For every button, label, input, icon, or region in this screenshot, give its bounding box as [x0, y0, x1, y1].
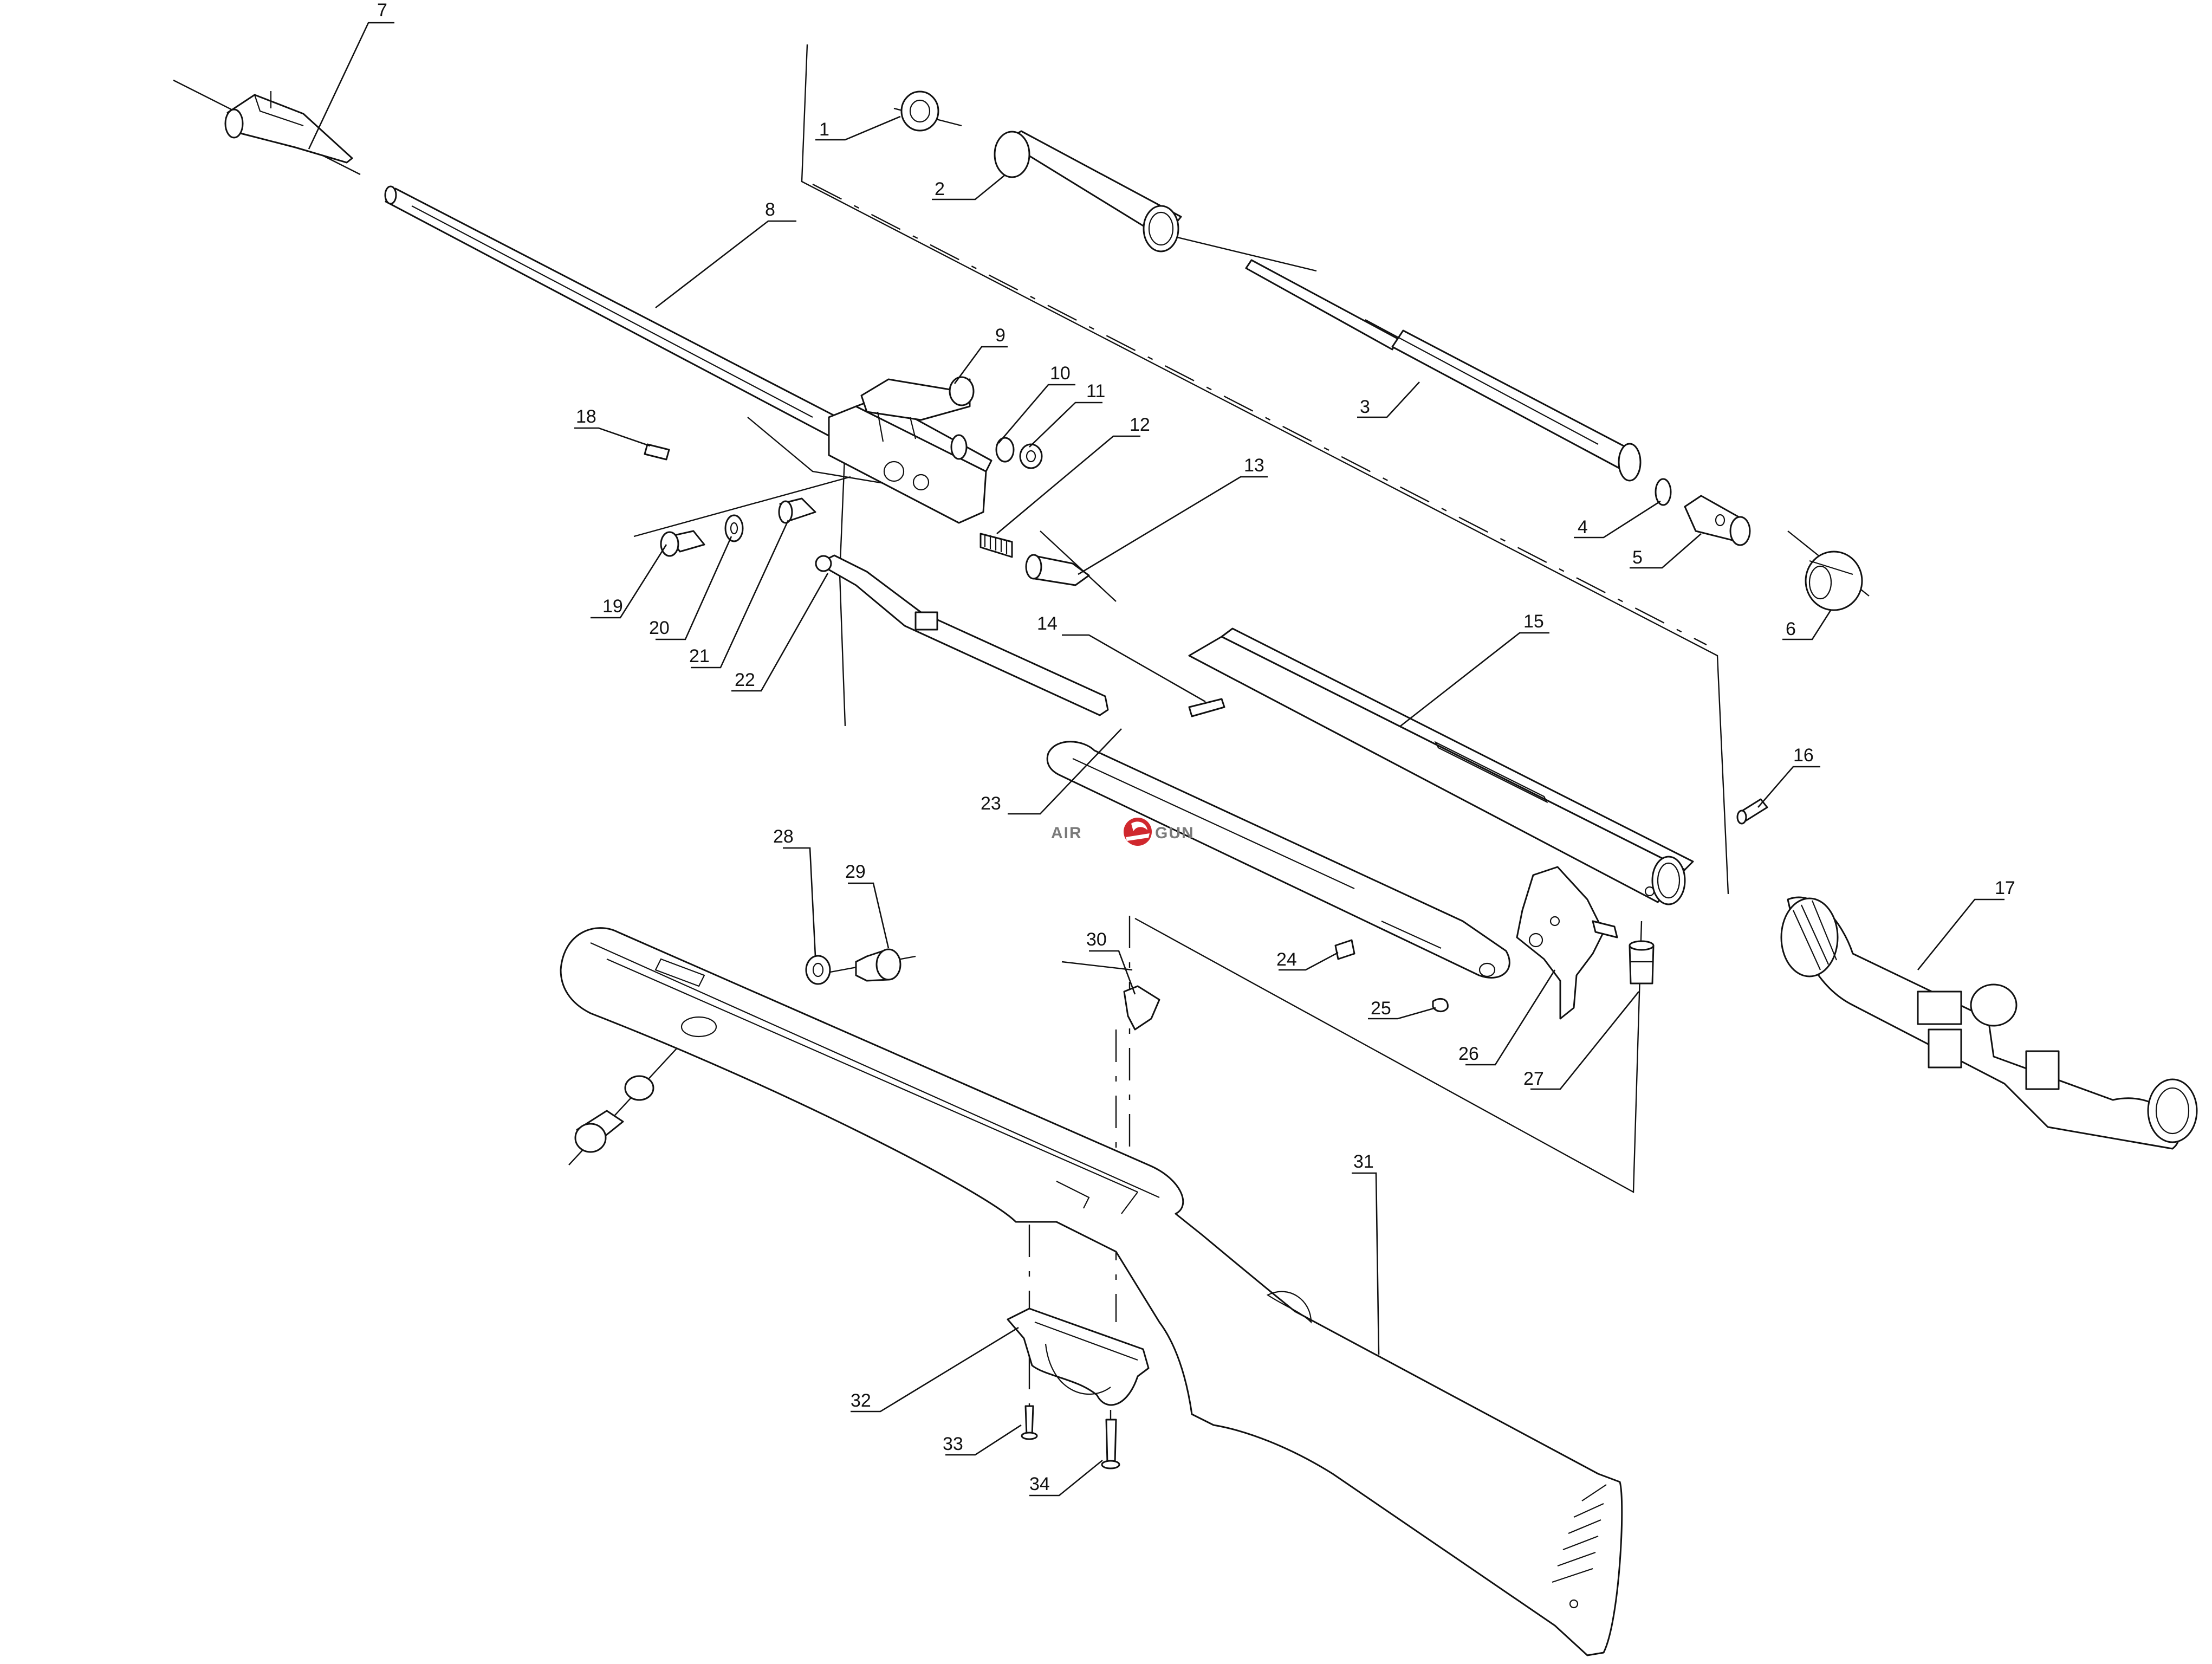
callout-16: 16 — [1793, 745, 1814, 766]
callout-30: 30 — [1086, 929, 1107, 950]
callout-3: 3 — [1360, 397, 1370, 417]
part-9-rear-sight — [860, 376, 975, 442]
callout-12: 12 — [1130, 415, 1150, 435]
part-25-clip — [1432, 998, 1449, 1012]
callout-2: 2 — [935, 179, 945, 199]
callout-21: 21 — [689, 646, 710, 666]
callout-17: 17 — [1995, 878, 2015, 898]
watermark-logo-icon — [1124, 818, 1152, 846]
callout-34: 34 — [1029, 1474, 1050, 1494]
part-22-cocking-lever — [815, 554, 1109, 716]
callout-32: 32 — [851, 1390, 871, 1411]
callout-28: 28 — [773, 826, 794, 847]
part-23-stock-rail — [1046, 741, 1510, 979]
callout-23: 23 — [981, 793, 1001, 814]
part-1-seal — [900, 90, 939, 132]
part-27-bushing — [1629, 940, 1655, 985]
callout-7: 7 — [377, 0, 387, 21]
part-24-spring-clip — [1334, 939, 1355, 960]
callout-9: 9 — [995, 325, 1006, 346]
parts — [224, 90, 2198, 1656]
watermark-text-gun: GUN — [1155, 824, 1195, 842]
part-14-pin — [1188, 698, 1225, 717]
callout-5: 5 — [1632, 547, 1643, 568]
part-17-scope — [1780, 896, 2198, 1150]
part-5-plug — [1684, 495, 1751, 546]
part-15-receiver-tube — [1188, 627, 1694, 905]
part-4-ring — [1655, 478, 1672, 506]
part-31-stock — [560, 927, 1623, 1656]
callout-14: 14 — [1037, 613, 1058, 634]
callout-1: 1 — [819, 119, 829, 140]
part-2-piston-tube — [994, 130, 1182, 252]
callout-8: 8 — [765, 199, 775, 220]
part-18-pin — [644, 443, 670, 461]
part-29-screw — [855, 948, 901, 982]
callout-18: 18 — [576, 406, 596, 427]
callout-4: 4 — [1578, 517, 1588, 538]
part-19-pivot-bolt — [660, 530, 705, 557]
part-8-barrel — [384, 185, 868, 450]
part-32-trigger-guard — [1007, 1307, 1150, 1406]
part-13-detent — [1025, 554, 1090, 586]
callout-25: 25 — [1371, 998, 1391, 1019]
callout-10: 10 — [1050, 363, 1071, 384]
callout-31: 31 — [1353, 1151, 1374, 1172]
part-30-clip — [1123, 985, 1160, 1031]
callout-6: 6 — [1786, 619, 1796, 639]
part-33-screw — [1021, 1405, 1038, 1440]
part-6-end-cap — [1805, 551, 1863, 611]
callout-26: 26 — [1458, 1044, 1479, 1064]
callout-19: 19 — [602, 596, 623, 617]
callout-numbers: 1 2 3 4 5 6 7 8 9 10 11 12 13 14 15 16 1… — [377, 0, 2015, 1494]
callout-27: 27 — [1523, 1069, 1544, 1089]
part-28-washer — [805, 955, 831, 985]
callout-11: 11 — [1086, 381, 1105, 402]
callout-15: 15 — [1523, 611, 1544, 632]
assembly-lines — [173, 44, 1870, 1458]
leader-lines — [308, 22, 2005, 1497]
callout-24: 24 — [1276, 949, 1297, 970]
watermark-text-air: AIR — [1051, 824, 1082, 842]
part-21-bushing — [778, 497, 816, 524]
callout-20: 20 — [649, 618, 670, 638]
part-12-spring — [979, 533, 1013, 558]
part-7-front-sight — [224, 91, 353, 164]
part-3-spring-guide — [1245, 259, 1642, 482]
airgun-watermark: AIR GUN — [1051, 818, 1195, 846]
callout-29: 29 — [845, 862, 866, 882]
part-26-trigger-unit — [1516, 866, 1618, 1020]
callout-13: 13 — [1244, 455, 1264, 476]
callout-33: 33 — [943, 1434, 963, 1454]
part-34-screw — [1101, 1419, 1120, 1469]
callout-22: 22 — [735, 670, 755, 690]
stock-screw-front — [574, 1075, 654, 1153]
part-10-washer — [995, 437, 1015, 463]
part-11-washer — [1019, 443, 1043, 469]
part-20-washer — [724, 514, 744, 542]
